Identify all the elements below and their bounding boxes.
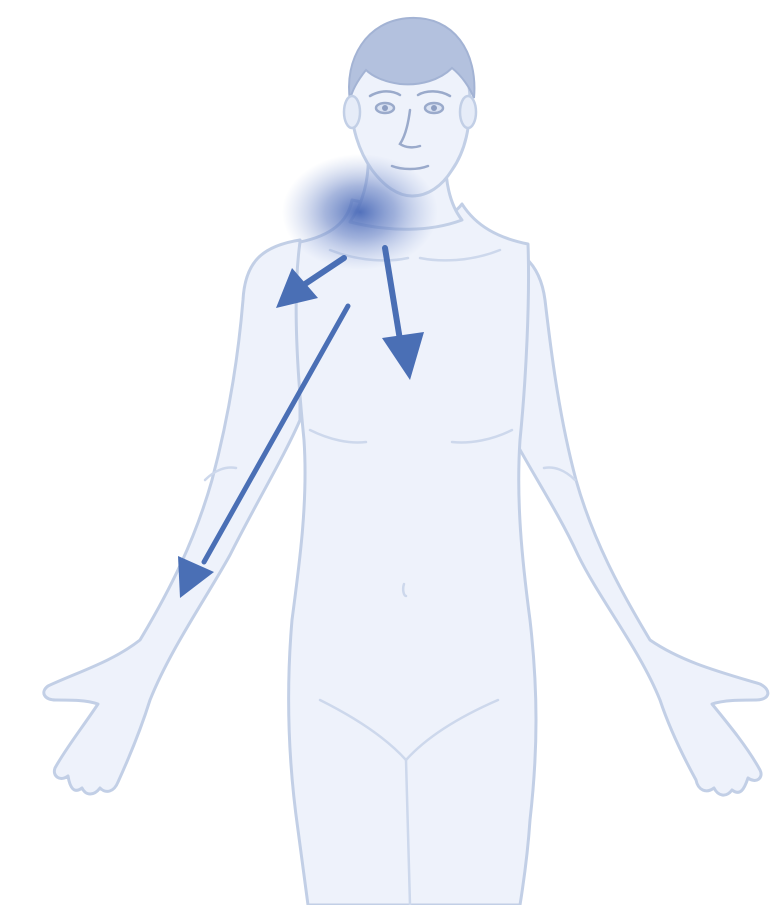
right-ear xyxy=(460,96,476,128)
left-ear xyxy=(344,96,360,128)
pain-radiating-glow-icon xyxy=(282,154,438,270)
torso xyxy=(289,200,536,905)
left-arm xyxy=(44,240,300,794)
